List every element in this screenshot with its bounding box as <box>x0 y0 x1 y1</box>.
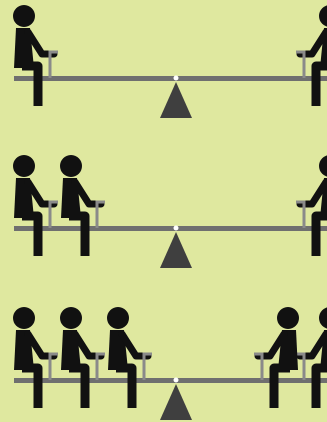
seesaw-icon <box>14 226 327 269</box>
seesaw-plank <box>14 226 327 231</box>
seesaw-icon <box>14 76 327 119</box>
fulcrum-icon <box>160 82 192 118</box>
person-icon <box>13 5 58 106</box>
person-icon <box>296 155 327 256</box>
seesaw-icon <box>14 378 327 421</box>
seesaw-plank <box>14 378 327 383</box>
fulcrum-icon <box>160 232 192 268</box>
seesaw-plank <box>14 76 327 81</box>
person-icon <box>13 155 58 256</box>
person-icon <box>296 5 327 106</box>
seesaw-three-vs-two <box>13 307 327 420</box>
person-icon <box>254 307 299 408</box>
person-icon <box>296 307 327 408</box>
seesaw-two-vs-one <box>13 155 327 268</box>
fulcrum-icon <box>160 384 192 420</box>
person-icon <box>60 155 105 256</box>
person-icon <box>60 307 105 408</box>
person-icon <box>13 307 58 408</box>
person-icon <box>107 307 152 408</box>
seesaw-one-vs-one <box>13 5 327 118</box>
